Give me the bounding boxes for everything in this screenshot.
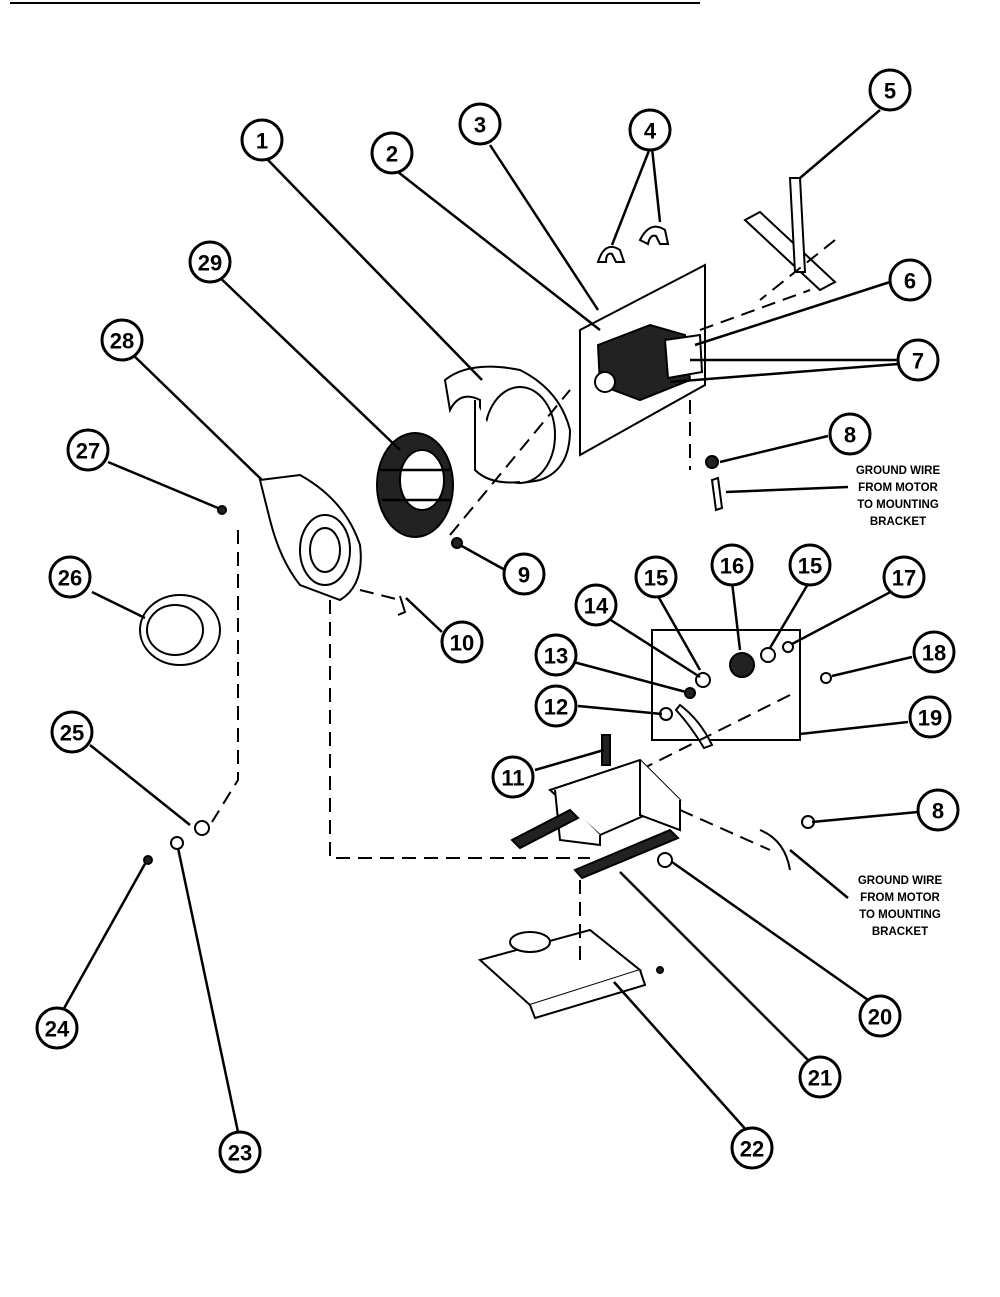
callout-4: 4	[628, 108, 672, 152]
svg-text:23: 23	[228, 1141, 252, 1166]
callout-27: 27	[66, 428, 110, 472]
callout-29: 29	[188, 240, 232, 284]
part-motor-assembly	[579, 263, 811, 457]
svg-text:20: 20	[868, 1005, 892, 1030]
part-blower-housing	[443, 365, 572, 484]
svg-text:10: 10	[450, 631, 474, 656]
svg-text:GROUND WIRE: GROUND WIRE	[858, 875, 943, 887]
callout-8-upper: 8	[828, 412, 872, 456]
svg-text:6: 6	[904, 269, 916, 294]
callout-28: 28	[100, 318, 144, 362]
part-ring	[139, 594, 221, 666]
svg-text:19: 19	[918, 706, 942, 731]
svg-text:17: 17	[892, 566, 916, 591]
part-base-bracket	[477, 928, 664, 1020]
svg-text:1: 1	[256, 129, 268, 154]
part-mounting-bracket	[510, 758, 815, 880]
callout-16: 16	[710, 543, 754, 587]
svg-text:TO MOUNTING: TO MOUNTING	[859, 909, 941, 921]
svg-text:25: 25	[60, 721, 84, 746]
svg-text:9: 9	[518, 563, 530, 588]
svg-text:7: 7	[912, 349, 924, 374]
part-clips	[596, 225, 670, 263]
svg-text:22: 22	[740, 1137, 764, 1162]
callout-21: 21	[798, 1055, 842, 1099]
callout-18: 18	[912, 630, 956, 674]
callout-17: 17	[882, 555, 926, 599]
callout-5: 5	[868, 68, 912, 112]
svg-text:FROM MOTOR: FROM MOTOR	[860, 892, 940, 904]
svg-text:14: 14	[584, 594, 609, 619]
part-blower-back	[258, 473, 362, 602]
svg-text:8: 8	[844, 423, 856, 448]
svg-text:29: 29	[198, 251, 222, 276]
svg-text:5: 5	[884, 79, 896, 104]
callout-1: 1	[240, 118, 284, 162]
svg-text:FROM MOTOR: FROM MOTOR	[858, 482, 938, 494]
note-ground-wire-lower: GROUND WIRE FROM MOTOR TO MOUNTING BRACK…	[858, 875, 943, 938]
part-small-hardware	[143, 455, 724, 865]
callout-9: 9	[502, 552, 546, 596]
svg-text:24: 24	[45, 1017, 70, 1042]
svg-text:18: 18	[922, 641, 946, 666]
note-ground-wire-upper: GROUND WIRE FROM MOTOR TO MOUNTING BRACK…	[856, 465, 941, 528]
assembly-dashed-lines	[211, 389, 691, 960]
svg-text:8: 8	[932, 799, 944, 824]
svg-text:16: 16	[720, 554, 744, 579]
callout-3: 3	[458, 102, 502, 146]
callout-12: 12	[534, 684, 578, 728]
svg-text:BRACKET: BRACKET	[870, 516, 926, 528]
callout-2: 2	[370, 131, 414, 175]
callout-15-right: 15	[788, 543, 832, 587]
svg-text:15: 15	[798, 554, 822, 579]
callout-20: 20	[858, 994, 902, 1038]
svg-text:TO MOUNTING: TO MOUNTING	[857, 499, 939, 511]
svg-text:28: 28	[110, 329, 134, 354]
svg-text:BRACKET: BRACKET	[872, 926, 928, 938]
callout-23: 23	[218, 1130, 262, 1174]
svg-text:GROUND WIRE: GROUND WIRE	[856, 465, 941, 477]
svg-text:13: 13	[544, 644, 568, 669]
callout-14: 14	[574, 583, 618, 627]
callout-19: 19	[908, 695, 952, 739]
part-switch-plate	[601, 629, 832, 771]
callout-6: 6	[888, 258, 932, 302]
callout-13: 13	[534, 633, 578, 677]
svg-text:21: 21	[808, 1066, 832, 1091]
callout-7: 7	[896, 338, 940, 382]
callout-10: 10	[440, 620, 484, 664]
callout-8-lower: 8	[916, 788, 960, 832]
svg-text:26: 26	[58, 566, 82, 591]
svg-text:3: 3	[474, 113, 486, 138]
svg-text:27: 27	[76, 439, 100, 464]
svg-text:11: 11	[501, 766, 524, 791]
svg-text:2: 2	[386, 142, 398, 167]
callout-15-left: 15	[634, 555, 678, 599]
svg-text:15: 15	[644, 566, 668, 591]
callout-24: 24	[35, 1006, 79, 1050]
callout-25: 25	[50, 710, 94, 754]
callout-26: 26	[48, 555, 92, 599]
part-blower-wheel	[376, 432, 454, 538]
part-mounting-rail	[743, 177, 837, 301]
callout-11: 11	[491, 755, 535, 799]
callout-22: 22	[730, 1126, 774, 1170]
svg-text:4: 4	[644, 119, 657, 144]
svg-text:12: 12	[544, 695, 568, 720]
leader-lines	[60, 109, 919, 1133]
